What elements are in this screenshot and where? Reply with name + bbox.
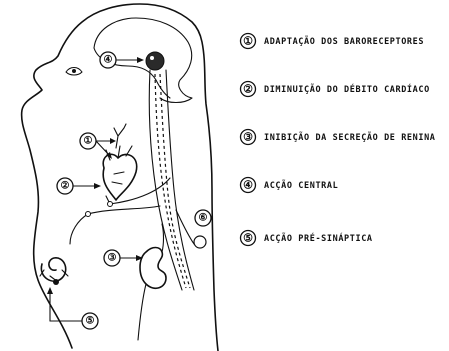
svg-text:②: ②: [61, 181, 70, 192]
arrow-5: [47, 287, 82, 321]
body-outline: [22, 4, 218, 351]
marker-4: ④: [100, 52, 116, 68]
arrow-4: [117, 57, 144, 63]
baroreceptor-icon: [114, 124, 126, 148]
spinal-cord-right: [166, 70, 194, 290]
svg-text:⑤: ⑤: [86, 316, 95, 327]
legend-item-5: ⑤ ACÇÃO PRÉ-SINÁPTICA: [241, 231, 373, 246]
cardiac-junction: [108, 202, 113, 207]
svg-text:⑤: ⑤: [243, 232, 253, 245]
kidney-icon: [140, 248, 166, 289]
marker-3: ③: [104, 250, 120, 266]
svg-text:ACÇÃO CENTRAL: ACÇÃO CENTRAL: [264, 180, 338, 191]
central-nucleus-highlight: [150, 56, 154, 60]
svg-text:①: ①: [84, 136, 93, 147]
heart-vessels: [106, 146, 132, 184]
marker-6: ⑥: [195, 210, 211, 226]
arrow-2: [73, 183, 101, 189]
svg-text:DIMINUIÇÃO DO DÉBITO CARDÍACO: DIMINUIÇÃO DO DÉBITO CARDÍACO: [264, 83, 430, 95]
central-nucleus: [146, 52, 164, 70]
ganglion-icon: [194, 236, 206, 248]
svg-text:③: ③: [108, 253, 117, 264]
legend-item-2: ② DIMINUIÇÃO DO DÉBITO CARDÍACO: [241, 82, 430, 97]
svg-text:①: ①: [243, 35, 253, 48]
svg-text:④: ④: [104, 55, 113, 66]
sympathetic-loop: [70, 206, 160, 244]
legend-item-1: ① ADAPTAÇÃO DOS BARORECEPTORES: [241, 34, 425, 49]
marker-2: ②: [57, 178, 73, 194]
marker-1: ①: [80, 133, 96, 149]
svg-text:③: ③: [243, 131, 253, 144]
sympathetic-junction: [86, 212, 91, 217]
legend-item-4: ④ ACÇÃO CENTRAL: [241, 178, 339, 193]
svg-text:⑥: ⑥: [199, 213, 208, 224]
legend-item-3: ③ INIBIÇÃO DA SECREÇÃO DE RENINA: [241, 130, 436, 145]
ureter: [138, 284, 146, 340]
arrow-3: [120, 255, 143, 261]
svg-text:ACÇÃO PRÉ-SINÁPTICA: ACÇÃO PRÉ-SINÁPTICA: [264, 232, 373, 244]
eye-pupil: [72, 69, 76, 73]
svg-text:INIBIÇÃO DA SECREÇÃO DE RENINA: INIBIÇÃO DA SECREÇÃO DE RENINA: [264, 132, 436, 143]
svg-text:②: ②: [243, 83, 253, 96]
synapse-dot: [53, 279, 59, 285]
svg-text:ADAPTAÇÃO DOS BARORECEPTORES: ADAPTAÇÃO DOS BARORECEPTORES: [264, 36, 424, 47]
renal-nerve: [162, 224, 164, 252]
legend: ① ADAPTAÇÃO DOS BARORECEPTORES ② DIMINUI…: [241, 34, 436, 246]
heart-icon: [103, 154, 137, 200]
svg-text:④: ④: [243, 179, 253, 192]
marker-5: ⑤: [82, 313, 98, 329]
